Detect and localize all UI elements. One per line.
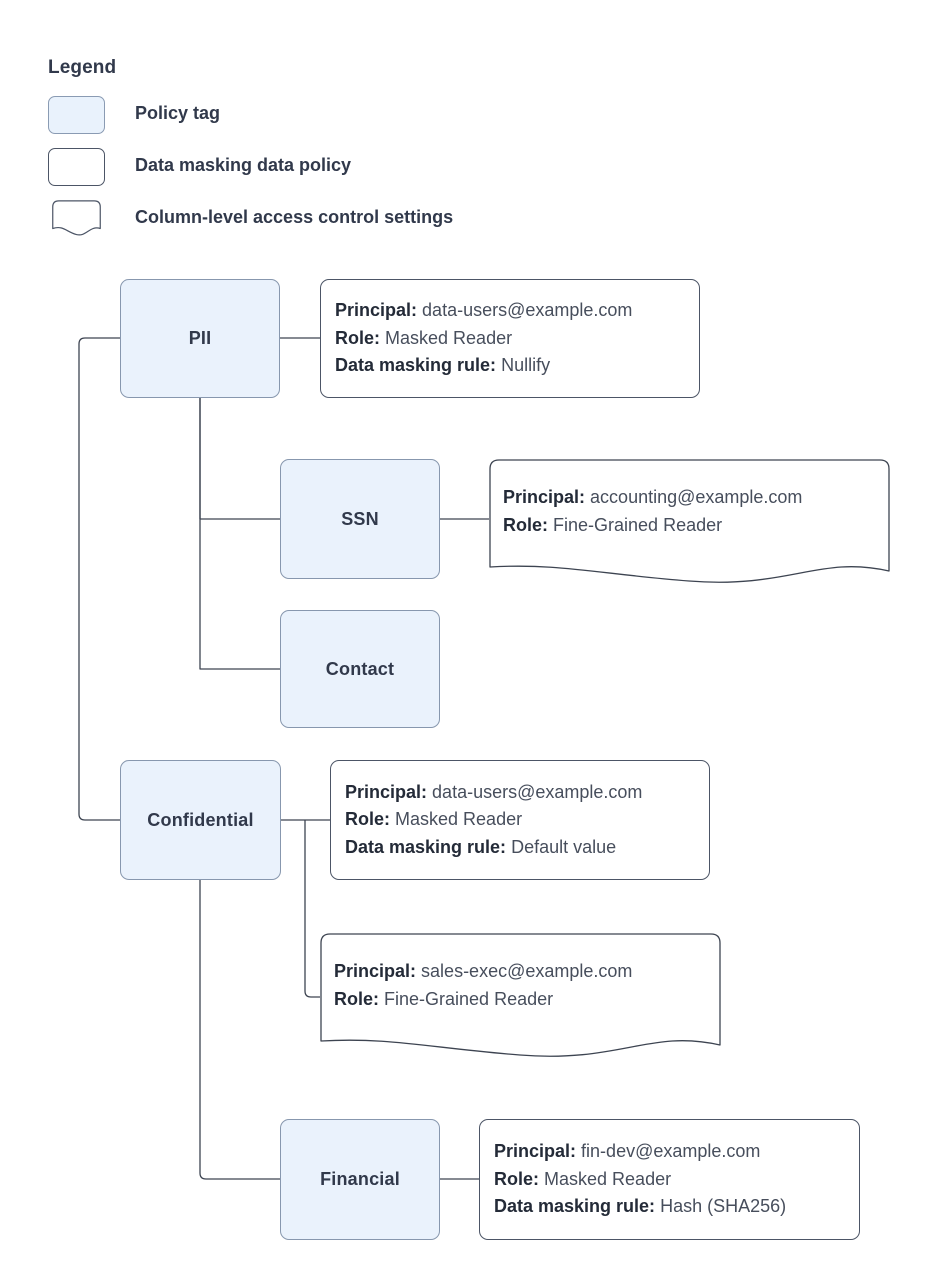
wavy-card-outline-sales-exec [320, 933, 721, 1057]
policy-value-masking-rule: Hash (SHA256) [660, 1196, 787, 1217]
edge-pii-ssn [199, 398, 280, 520]
node-label-pii: PII [188, 328, 212, 348]
policy-line-masking-rule: Data masking rule: Nullify [335, 353, 699, 379]
legend-title: Legend [48, 57, 117, 78]
data-masking-policy-swatch [48, 148, 105, 186]
data-masking-policy-financial[interactable]: Principal: fin-dev@example.com Role: Mas… [479, 1119, 860, 1240]
data-masking-policy-confidential[interactable]: Principal: data-users@example.com Role: … [330, 760, 710, 880]
wavy-card-outline-ssn [489, 459, 890, 583]
policy-value-masking-rule: Nullify [501, 355, 551, 376]
edge-pii-contact [199, 398, 280, 670]
data-masking-policy-pii[interactable]: Principal: data-users@example.com Role: … [320, 279, 700, 398]
edge-pii-confidential-rail [78, 337, 120, 821]
policy-value-principal: sales-exec@example.com [421, 961, 633, 982]
policy-line-role: Role: Masked Reader [494, 1167, 859, 1193]
policy-value-role: Fine-Grained Reader [384, 989, 554, 1009]
policy-value-principal: fin-dev@example.com [581, 1141, 761, 1162]
policy-tag-node-pii[interactable]: PII [120, 279, 280, 398]
policy-value-masking-rule: Default value [511, 836, 617, 857]
policy-tag-node-financial[interactable]: Financial [280, 1119, 440, 1240]
node-label-confidential: Confidential [147, 809, 254, 830]
column-level-access-settings-sales-exec[interactable]: Principal: sales-exec@example.com Role: … [320, 933, 721, 1057]
policy-line-role: Role: Masked Reader [345, 807, 709, 833]
legend-label-policy-tag: Policy tag [135, 103, 221, 123]
node-label-financial: Financial [320, 1169, 400, 1189]
policy-line-principal: Principal: fin-dev@example.com [494, 1139, 859, 1165]
policy-line-masking-rule: Data masking rule: Default value [345, 835, 709, 861]
policy-line-role: Role: Fine-Grained Reader [334, 987, 721, 1013]
policy-value-role: Masked Reader [385, 327, 513, 348]
policy-value-role: Fine-Grained Reader [553, 515, 723, 535]
policy-lines-sales-exec: Principal: sales-exec@example.com Role: … [320, 959, 721, 1026]
legend-label-data-masking-policy: Data masking data policy [135, 155, 352, 175]
policy-line-principal: Principal: data-users@example.com [345, 780, 709, 806]
column-level-access-swatch [52, 200, 101, 236]
column-level-access-settings-ssn[interactable]: Principal: accounting@example.com Role: … [489, 459, 890, 583]
policy-value-role: Masked Reader [395, 809, 523, 830]
policy-tag-node-ssn[interactable]: SSN [280, 459, 440, 579]
policy-key-role: Role: [345, 809, 390, 830]
policy-value-principal: data-users@example.com [422, 300, 633, 321]
policy-tag-swatch [48, 96, 105, 134]
policy-key-masking-rule: Data masking rule: [335, 355, 497, 376]
policy-lines-financial: Principal: fin-dev@example.com Role: Mas… [494, 1139, 859, 1220]
policy-key-masking-rule: Data masking rule: [494, 1196, 656, 1217]
policy-value-role: Masked Reader [544, 1168, 672, 1189]
legend-label-column-level-access: Column-level access control settings [135, 207, 454, 227]
policy-lines-confidential: Principal: data-users@example.com Role: … [345, 780, 709, 861]
policy-key-principal: Principal: [334, 961, 417, 982]
policy-key-masking-rule: Data masking rule: [345, 836, 507, 857]
policy-line-role: Role: Masked Reader [335, 326, 699, 352]
policy-line-role: Role: Fine-Grained Reader [503, 513, 890, 539]
policy-key-principal: Principal: [335, 300, 418, 321]
edge-confidential-financial [199, 880, 280, 1180]
policy-lines-ssn: Principal: accounting@example.com Role: … [489, 485, 890, 552]
policy-key-role: Role: [503, 515, 548, 535]
policy-key-principal: Principal: [503, 487, 586, 508]
policy-tag-node-contact[interactable]: Contact [280, 610, 440, 728]
policy-value-principal: accounting@example.com [590, 487, 803, 508]
policy-line-principal: Principal: data-users@example.com [335, 298, 699, 324]
policy-line-principal: Principal: sales-exec@example.com [334, 959, 721, 985]
policy-tag-node-confidential[interactable]: Confidential [120, 760, 281, 880]
policy-value-principal: data-users@example.com [432, 781, 643, 802]
edge-confidential-salesexec [304, 820, 320, 998]
policy-key-role: Role: [494, 1168, 539, 1189]
policy-line-masking-rule: Data masking rule: Hash (SHA256) [494, 1194, 859, 1220]
node-label-ssn: SSN [341, 508, 379, 529]
policy-lines-pii: Principal: data-users@example.com Role: … [335, 298, 699, 379]
node-label-contact: Contact [325, 658, 395, 679]
policy-key-role: Role: [335, 327, 380, 348]
policy-key-principal: Principal: [494, 1141, 577, 1162]
policy-key-role: Role: [334, 989, 379, 1009]
policy-line-principal: Principal: accounting@example.com [503, 485, 890, 511]
policy-key-principal: Principal: [345, 781, 428, 802]
